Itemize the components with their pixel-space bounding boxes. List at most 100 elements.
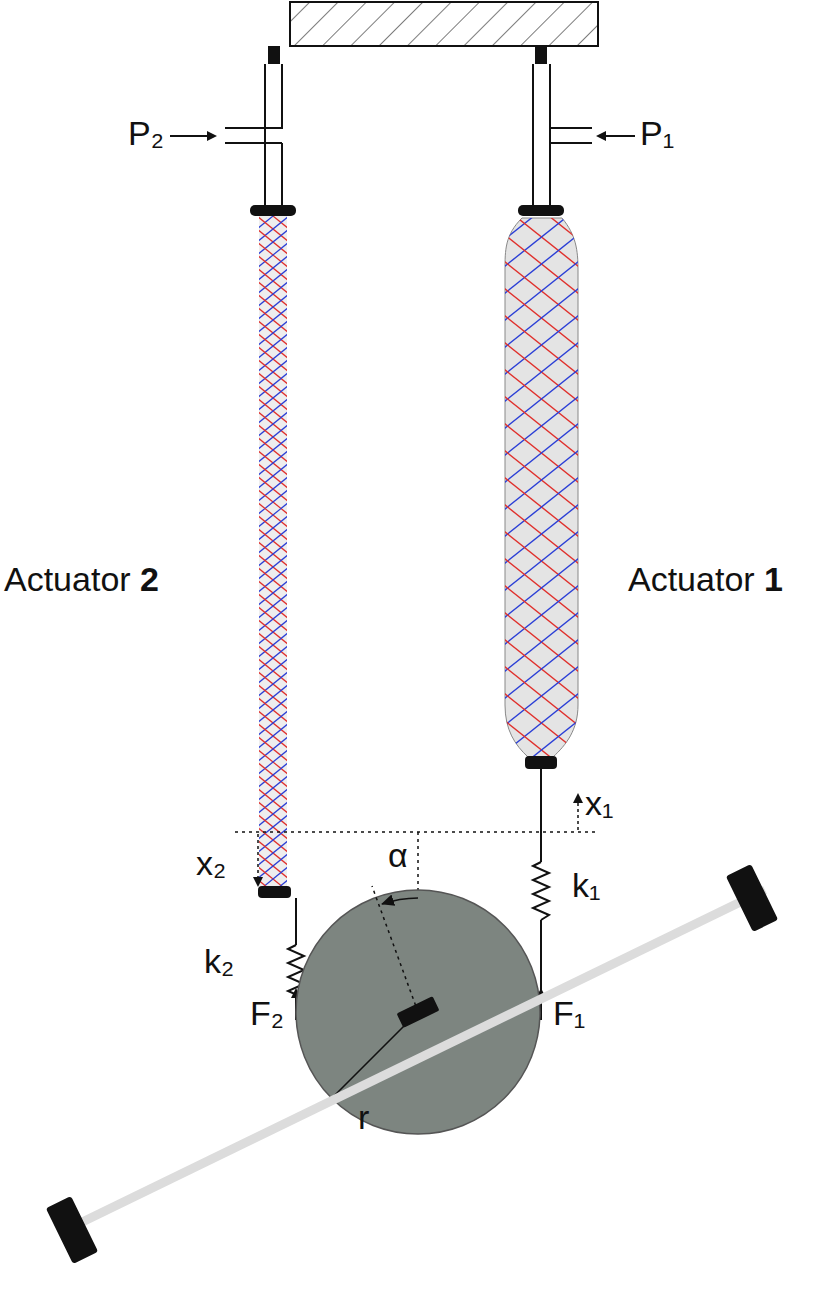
angle-label: α xyxy=(388,838,408,872)
braid-strand xyxy=(500,231,583,297)
braid-strand xyxy=(259,489,287,515)
actuator-2-tube xyxy=(259,216,287,888)
braid-strand xyxy=(500,204,583,270)
braid-strand xyxy=(259,645,287,671)
braid-strand xyxy=(500,582,583,648)
braid-strand xyxy=(259,398,287,424)
braid-strand xyxy=(259,320,287,346)
braid-strand xyxy=(500,339,583,405)
braid-strand xyxy=(259,554,287,580)
actuator-label: Actuator 2 xyxy=(4,562,159,596)
radius-label: r xyxy=(358,1100,369,1134)
braid-strand xyxy=(259,424,287,450)
braid-strand xyxy=(259,398,287,424)
braid-strand xyxy=(500,420,583,486)
braid-strand xyxy=(259,658,287,684)
braid-strand xyxy=(500,339,583,405)
braid-strand xyxy=(259,528,287,554)
braid-strand xyxy=(259,216,287,229)
braid-strand xyxy=(259,580,287,606)
braid-strand xyxy=(259,476,287,502)
braid-strand xyxy=(259,411,287,437)
braid-strand xyxy=(259,645,287,671)
braid-strand xyxy=(259,281,287,307)
braid-strand xyxy=(259,710,287,736)
pressure-fitting-1 xyxy=(518,46,635,216)
braid-strand xyxy=(259,385,287,411)
braid-strand xyxy=(259,853,287,879)
braid-strand xyxy=(500,501,583,567)
braid-strand xyxy=(259,216,287,229)
braid-strand xyxy=(500,393,583,459)
displacement-label: x₁ xyxy=(585,786,613,820)
braid-strand xyxy=(259,229,287,255)
displacement-label: x₂ xyxy=(196,846,226,880)
braid-strand xyxy=(500,447,583,513)
braid-strand xyxy=(259,710,287,736)
braid-strand xyxy=(259,242,287,268)
braid-strand xyxy=(259,684,287,710)
braid-strand xyxy=(259,216,287,242)
braid-strand xyxy=(500,474,583,540)
braid-strand xyxy=(259,255,287,281)
braid-strand xyxy=(259,281,287,307)
fixed-wall xyxy=(290,2,598,46)
braid-strand xyxy=(259,697,287,723)
braid-strand xyxy=(259,723,287,749)
braid-strand xyxy=(259,307,287,333)
braid-strand xyxy=(259,216,287,242)
braid-strand xyxy=(259,619,287,645)
braid-strand xyxy=(259,697,287,723)
braid-strand xyxy=(500,231,583,297)
braid-strand xyxy=(259,775,287,801)
braid-strand xyxy=(259,801,287,827)
braid-strand xyxy=(259,528,287,554)
braid-strand xyxy=(259,450,287,476)
braid-strand xyxy=(259,671,287,697)
braid-strand xyxy=(500,312,583,378)
braid-strand xyxy=(259,359,287,385)
braid-strand xyxy=(259,463,287,489)
braid-strand xyxy=(259,736,287,762)
braid-strand xyxy=(500,690,583,756)
actuator-label: Actuator 1 xyxy=(628,562,783,596)
braid-strand xyxy=(500,501,583,567)
braid-strand xyxy=(259,632,287,658)
braid-strand xyxy=(500,285,583,351)
braid-strand xyxy=(259,840,287,866)
braid-strand xyxy=(259,502,287,528)
force-label: F₂ xyxy=(250,996,284,1030)
braid-strand xyxy=(259,827,287,853)
braid-strand xyxy=(500,636,583,702)
pressure-label: P₁ xyxy=(640,116,674,150)
spring-k1 xyxy=(533,769,549,1012)
braid-strand xyxy=(500,690,583,756)
braid-strand xyxy=(500,420,583,486)
braid-strand xyxy=(259,268,287,294)
braid-strand xyxy=(259,437,287,463)
braid-strand xyxy=(500,609,583,675)
braid-strand xyxy=(500,204,583,270)
braid-strand xyxy=(259,827,287,853)
braid-strand xyxy=(259,567,287,593)
braid-strand xyxy=(259,762,287,788)
actuator-1-braid xyxy=(500,150,583,864)
braid-strand xyxy=(259,593,287,619)
braid-strand xyxy=(500,312,583,378)
braid-strand xyxy=(259,736,287,762)
braid-strand xyxy=(259,541,287,567)
braid-strand xyxy=(259,333,287,359)
braid-strand xyxy=(259,632,287,658)
braid-strand xyxy=(500,528,583,594)
braid-strand xyxy=(259,788,287,814)
braid-strand xyxy=(259,294,287,320)
braid-strand xyxy=(500,258,583,324)
braid-strand xyxy=(259,814,287,840)
braid-strand xyxy=(259,307,287,333)
braid-strand xyxy=(259,333,287,359)
braid-strand xyxy=(259,658,287,684)
braid-strand xyxy=(500,177,583,243)
braid-strand xyxy=(259,606,287,632)
